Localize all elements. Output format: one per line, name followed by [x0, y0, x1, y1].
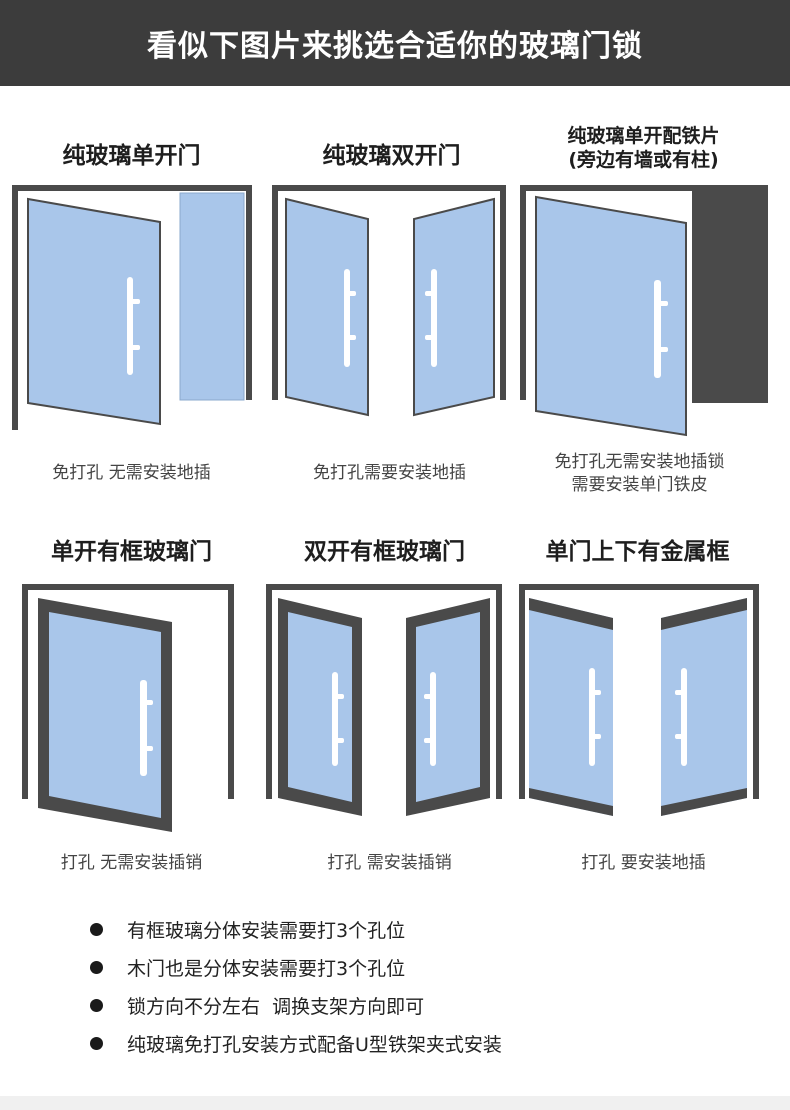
caption-single-framed-door: 打孔 无需安装插销	[60, 853, 203, 873]
caption-glass-door-with-plate: 免打孔无需安装地插锁 需要安装单门铁皮	[554, 452, 725, 495]
page-title: 看似下图片来挑选合适你的玻璃门锁	[147, 29, 643, 64]
glass-door-with-wall-illustration	[520, 185, 768, 437]
bullet-icon	[90, 960, 103, 974]
footer-bar	[0, 1096, 790, 1110]
notes-list: 有框玻璃分体安装需要打3个孔位 木门也是分体安装需要打3个孔位 锁方向不分左右 …	[90, 910, 740, 1062]
single-framed-door-illustration	[22, 584, 234, 832]
title-double-framed-door: 双开有框玻璃门	[304, 539, 465, 565]
list-item: 纯玻璃免打孔安装方式配备U型铁架夹式安装	[90, 1024, 740, 1062]
caption-single-glass-door: 免打孔 无需安装地插	[52, 463, 211, 483]
list-item: 有框玻璃分体安装需要打3个孔位	[90, 910, 740, 948]
bullet-icon	[90, 998, 103, 1012]
list-item: 木门也是分体安装需要打3个孔位	[90, 948, 740, 986]
title-metal-frame-door: 单门上下有金属框	[545, 539, 730, 565]
list-item: 锁方向不分左右 调换支架方向即可	[90, 986, 740, 1024]
title-double-glass-door: 纯玻璃双开门	[322, 143, 461, 169]
bullet-icon	[90, 1036, 103, 1050]
bullet-icon	[90, 922, 103, 936]
single-glass-door-illustration	[12, 185, 252, 430]
title-single-glass-door: 纯玻璃单开门	[62, 143, 201, 169]
header-banner: 看似下图片来挑选合适你的玻璃门锁	[0, 0, 790, 86]
metal-frame-door-illustration	[519, 584, 759, 816]
caption-double-framed-door: 打孔 需安装插销	[327, 853, 452, 873]
title-single-framed-door: 单开有框玻璃门	[51, 539, 212, 565]
caption-double-glass-door: 免打孔需要安装地插	[313, 463, 466, 483]
caption-metal-frame-door: 打孔 要安装地插	[581, 853, 706, 873]
double-glass-door-illustration	[272, 185, 506, 417]
double-framed-door-illustration	[266, 584, 502, 816]
title-glass-door-with-plate: 纯玻璃单开配铁片 (旁边有墙或有柱)	[567, 125, 720, 171]
